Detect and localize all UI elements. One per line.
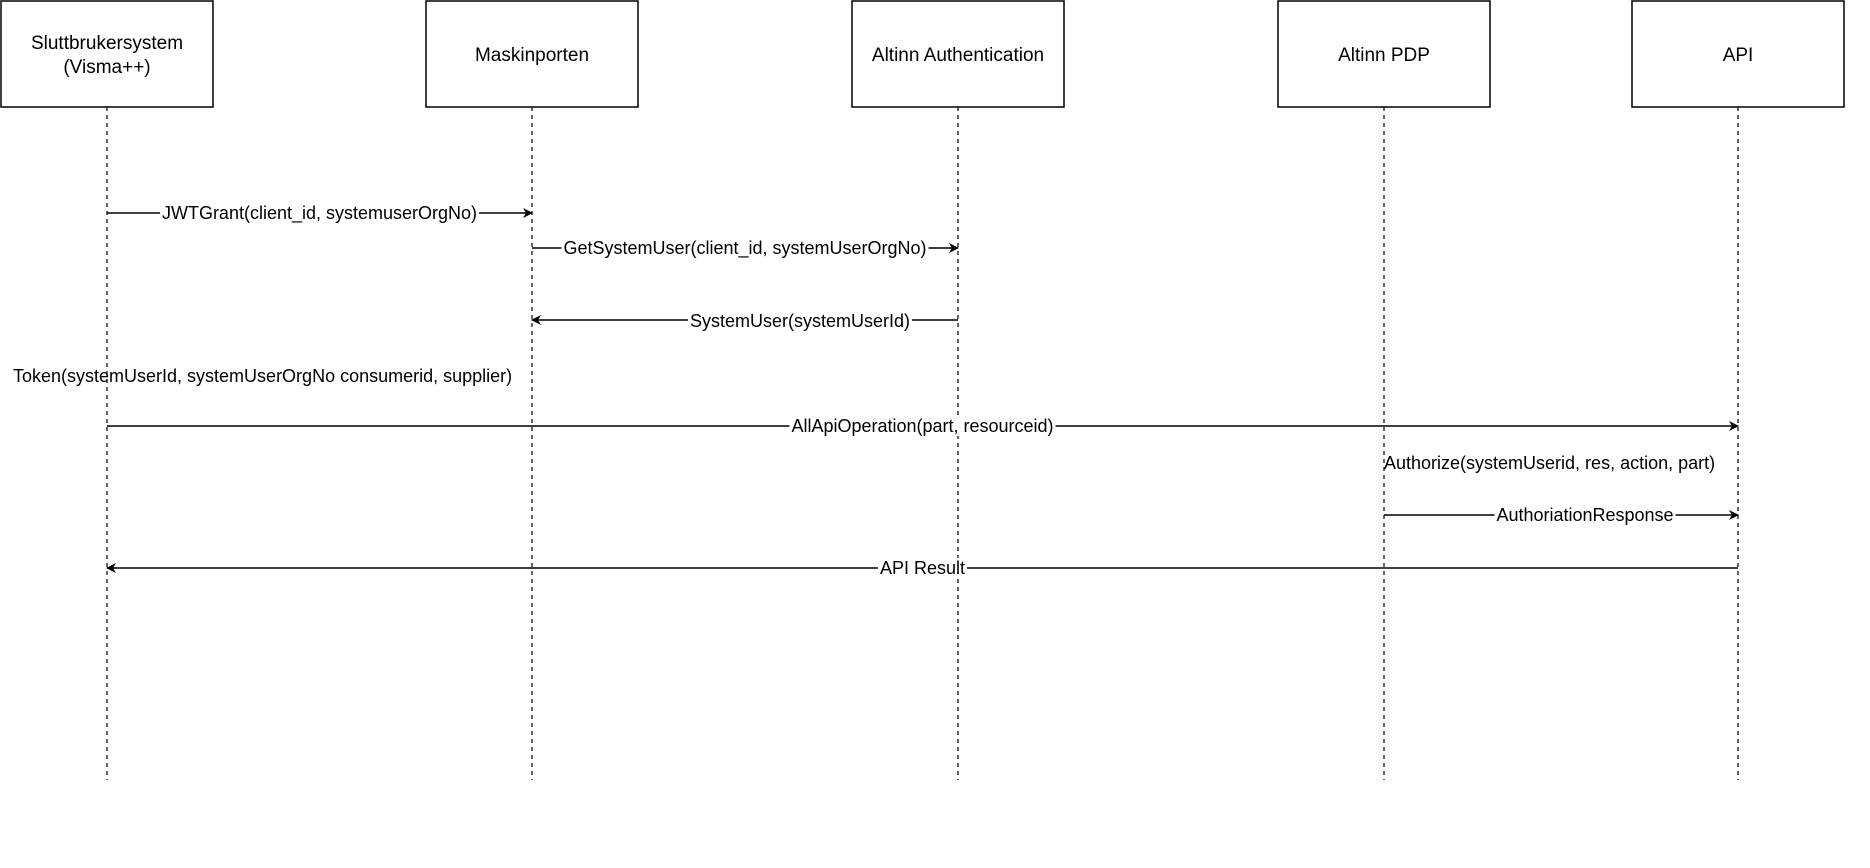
message-label-bg <box>789 416 1056 436</box>
message: GetSystemUser(client_id, systemUserOrgNo… <box>532 238 959 259</box>
participants: Sluttbrukersystem (Visma++) Maskinporten Al… <box>0 0 1845 108</box>
participant-label: Maskinporten <box>475 45 589 66</box>
participant-label: API <box>1723 45 1754 66</box>
participant-label: (Visma++) <box>63 57 150 78</box>
message-label: GetSystemUser(client_id, systemUserOrgNo… <box>563 238 926 259</box>
participant-rect <box>851 0 1065 108</box>
message-label: AllApiOperation(part, resourceid) <box>791 416 1053 436</box>
message-label-bg <box>159 203 480 224</box>
participant-box: Altinn PDP <box>1277 0 1491 108</box>
message: SystemUser(systemUserId) <box>531 311 958 331</box>
message-label: API Result <box>880 558 965 578</box>
participant-rect <box>0 0 214 108</box>
message-label-bg <box>687 311 913 331</box>
participant-rect <box>425 0 639 108</box>
message-label-bg <box>561 238 929 259</box>
message-label: JWTGrant(client_id, systemuserOrgNo) <box>162 203 477 224</box>
participant-box: Maskinporten <box>425 0 639 108</box>
message: JWTGrant(client_id, systemuserOrgNo) <box>107 203 533 224</box>
participant-label: Altinn Authentication <box>872 45 1044 66</box>
messages: JWTGrant(client_id, systemuserOrgNo) GetS… <box>106 203 1739 578</box>
participant-rect <box>1277 0 1491 108</box>
participant-rect <box>1631 0 1845 108</box>
participant-box: API <box>1631 0 1845 108</box>
participant-box: Altinn Authentication <box>851 0 1065 108</box>
participant-box: Sluttbrukersystem (Visma++) <box>0 0 214 108</box>
participant-label: Sluttbrukersystem <box>31 33 183 54</box>
notes: Token(systemUserId, systemUserOrgNo cons… <box>13 366 1715 473</box>
lifelines <box>106 107 1739 780</box>
message-label-bg <box>1494 505 1676 525</box>
message: AuthoriationResponse <box>1384 505 1739 525</box>
message: API Result <box>106 558 1738 578</box>
participant-label: Altinn PDP <box>1338 45 1430 66</box>
note-label: Token(systemUserId, systemUserOrgNo cons… <box>13 366 512 386</box>
message: AllApiOperation(part, resourceid) <box>107 416 1739 436</box>
message-label-bg <box>877 558 968 578</box>
message-label: AuthoriationResponse <box>1496 505 1673 525</box>
message-label: SystemUser(systemUserId) <box>690 311 910 331</box>
note-label: Authorize(systemUserid, res, action, par… <box>1384 453 1715 473</box>
